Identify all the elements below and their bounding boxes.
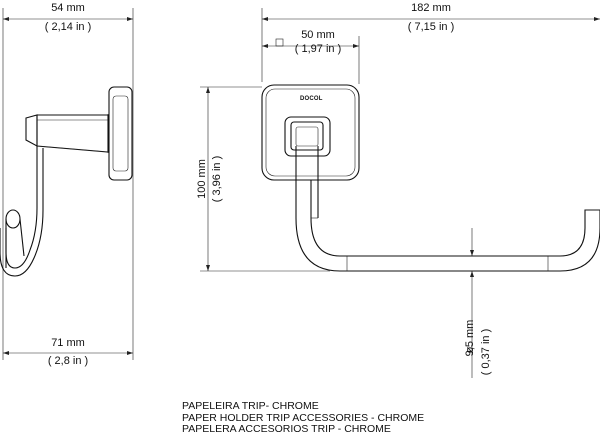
total-width-inches: ( 7,15 in )	[408, 21, 454, 33]
dimension-rod-diameter: ø 9,5 mm ( 0,37 in )	[464, 228, 492, 378]
brand-label: DOCOL	[300, 96, 323, 102]
side-wall-plate	[108, 86, 133, 181]
product-caption: PAPELEIRA TRIP- CHROME PAPER HOLDER TRIP…	[182, 400, 425, 436]
side-width-inches: ( 2,14 in )	[45, 21, 91, 33]
side-depth-inches: ( 2,8 in )	[48, 355, 88, 367]
total-width-value: 182 mm	[411, 2, 451, 14]
side-arm	[25, 114, 109, 153]
front-wall-plate: DOCOL	[261, 84, 360, 181]
side-hook	[0, 146, 44, 277]
side-view: 54 mm ( 2,14 in ) 71 mm ( 2,8	[0, 2, 134, 367]
dimension-height: 100 mm ( 3,96 in )	[196, 86, 330, 272]
rod-diameter-value: 9,5 mm	[464, 320, 476, 357]
dimension-plate-size: 50 mm ( 1,97 in )	[262, 29, 360, 84]
rod-diameter-inches: ( 0,37 in )	[480, 329, 492, 375]
square-symbol-icon	[275, 38, 284, 47]
front-rod	[295, 180, 600, 272]
svg-text:ø: ø	[464, 346, 476, 353]
caption-line-portuguese: PAPELEIRA TRIP- CHROME	[182, 400, 319, 412]
plate-size-inches: ( 1,97 in )	[295, 43, 341, 55]
plate-size-value: 50 mm	[301, 29, 335, 41]
height-value: 100 mm	[196, 159, 208, 199]
side-depth-value: 71 mm	[51, 337, 85, 349]
caption-line-english: PAPER HOLDER TRIP ACCESSORIES - CHROME	[182, 411, 425, 424]
caption-line-spanish: PAPELERA ACCESORIOS TRIP - CHROME	[182, 423, 391, 435]
height-inches: ( 3,96 in )	[211, 156, 223, 202]
dimension-side-depth: 71 mm ( 2,8 in )	[3, 337, 133, 367]
dimension-total-width: 182 mm ( 7,15 in )	[262, 2, 600, 33]
dimension-side-width: 54 mm ( 2,14 in )	[3, 2, 133, 33]
diameter-symbol-icon: ø	[464, 346, 476, 353]
front-view: 182 mm ( 7,15 in ) 50 mm ( 1,97 in ) 100…	[196, 2, 600, 378]
side-width-value: 54 mm	[51, 2, 85, 14]
